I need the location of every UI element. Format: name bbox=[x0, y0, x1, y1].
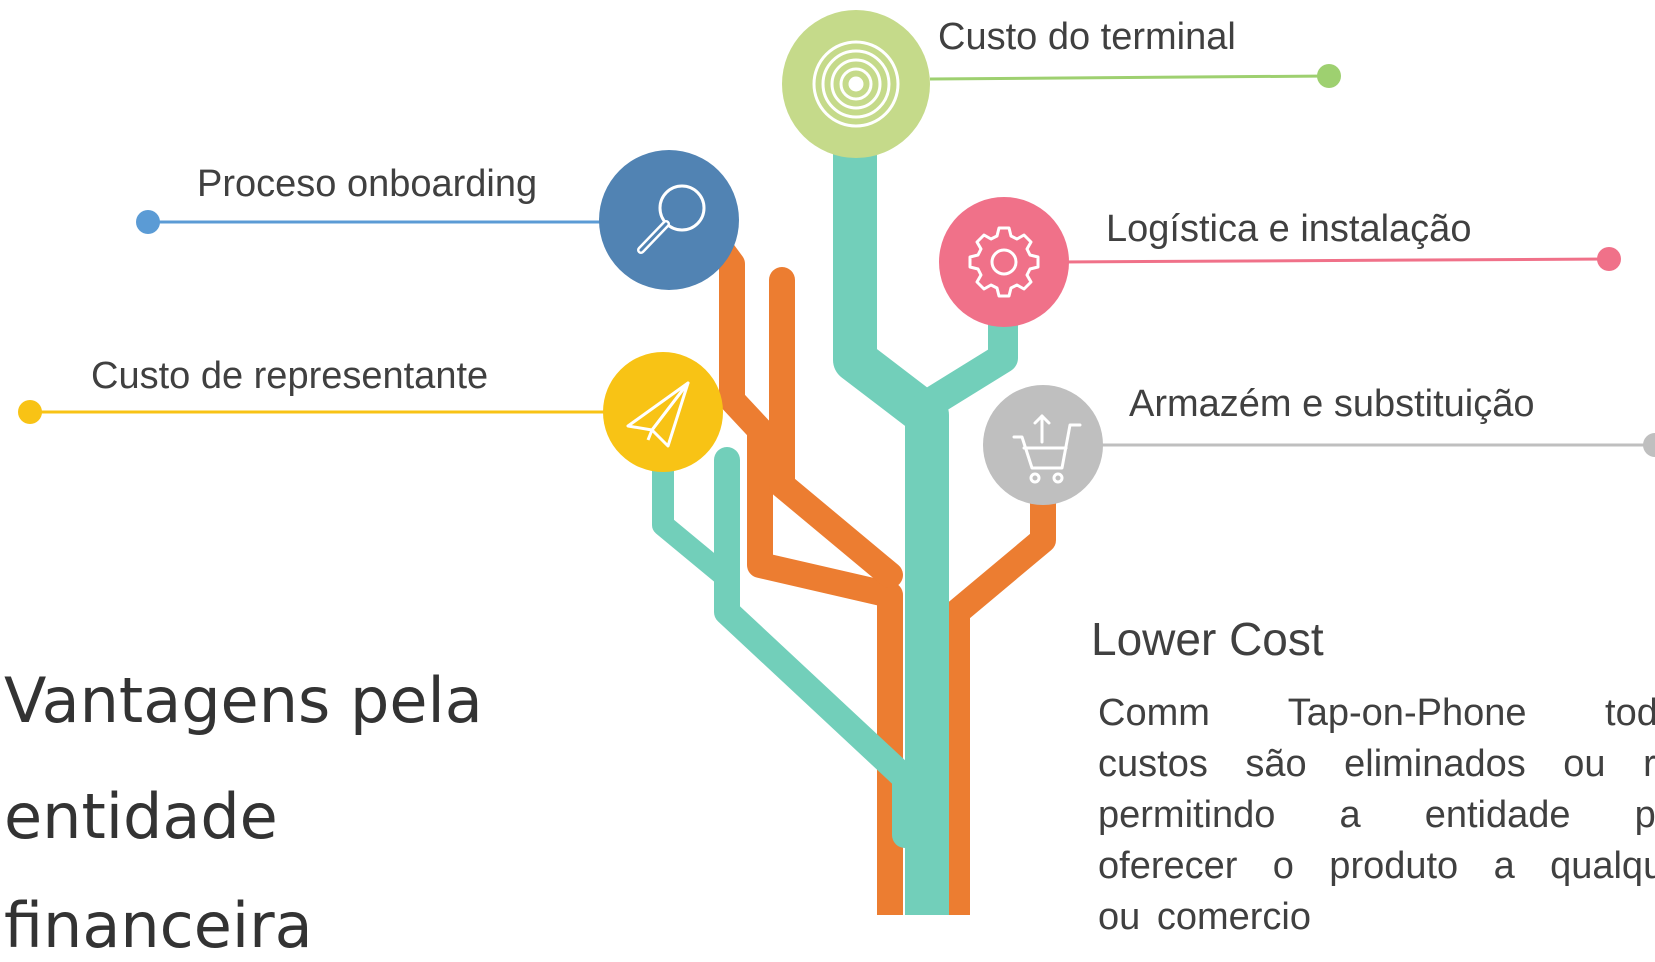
target-icon bbox=[812, 40, 900, 128]
orange-branch-right bbox=[944, 472, 1056, 915]
label-onboarding: Proceso onboarding bbox=[197, 163, 538, 205]
label-logistics: Logística e instalação bbox=[1106, 208, 1472, 250]
connector-dot-onboarding bbox=[136, 210, 160, 234]
cart-icon bbox=[1012, 414, 1082, 484]
connectors bbox=[18, 64, 1655, 457]
gear-icon bbox=[968, 226, 1040, 298]
paper-plane-icon bbox=[626, 381, 690, 448]
side-body-line-3: permitindo a entidade pod bbox=[1098, 794, 1655, 836]
title-line-2: entidade bbox=[4, 780, 278, 853]
connector-dot-terminal bbox=[1317, 64, 1341, 88]
side-heading: Lower Cost bbox=[1091, 613, 1324, 665]
connector-terminal bbox=[929, 74, 1330, 81]
tree-diagram bbox=[18, 10, 1655, 915]
connector-logistics bbox=[1059, 257, 1610, 264]
node-logistics bbox=[939, 197, 1069, 327]
side-body-line-1: Comm Tap-on-Phone todos bbox=[1098, 692, 1655, 734]
side-body-line-2: custos são eliminados ou red bbox=[1098, 743, 1655, 785]
magnifier-icon bbox=[637, 184, 706, 254]
teal-branch-left-outer bbox=[652, 447, 738, 589]
node-terminal bbox=[782, 10, 930, 158]
label-terminal: Custo do terminal bbox=[938, 16, 1236, 58]
connector-dot-representative bbox=[18, 400, 42, 424]
label-representative: Custo de representante bbox=[91, 355, 489, 397]
teal-branch-left-inner bbox=[714, 447, 918, 848]
tree-branches bbox=[652, 108, 1056, 915]
label-warehouse: Armazém e substituição bbox=[1129, 383, 1535, 425]
teal-branch-right bbox=[912, 300, 1018, 420]
side-body: Comm Tap-on-Phone todos custos são elimi… bbox=[1098, 688, 1655, 943]
side-body-line-4: oferecer o produto a qualquer bbox=[1098, 845, 1655, 887]
connector-dot-warehouse bbox=[1643, 433, 1655, 457]
node-warehouse bbox=[983, 385, 1103, 505]
side-body-line-5: ou comercio bbox=[1098, 896, 1311, 938]
title-line-1: Vantagens pela bbox=[4, 664, 483, 737]
teal-trunk bbox=[833, 108, 949, 915]
connector-dot-logistics bbox=[1597, 247, 1621, 271]
node-onboarding bbox=[599, 150, 739, 290]
orange-branch-left bbox=[705, 232, 903, 915]
orange-branch-inner bbox=[769, 267, 903, 588]
node-representative bbox=[603, 352, 723, 472]
title-line-3: financeira bbox=[4, 889, 313, 962]
